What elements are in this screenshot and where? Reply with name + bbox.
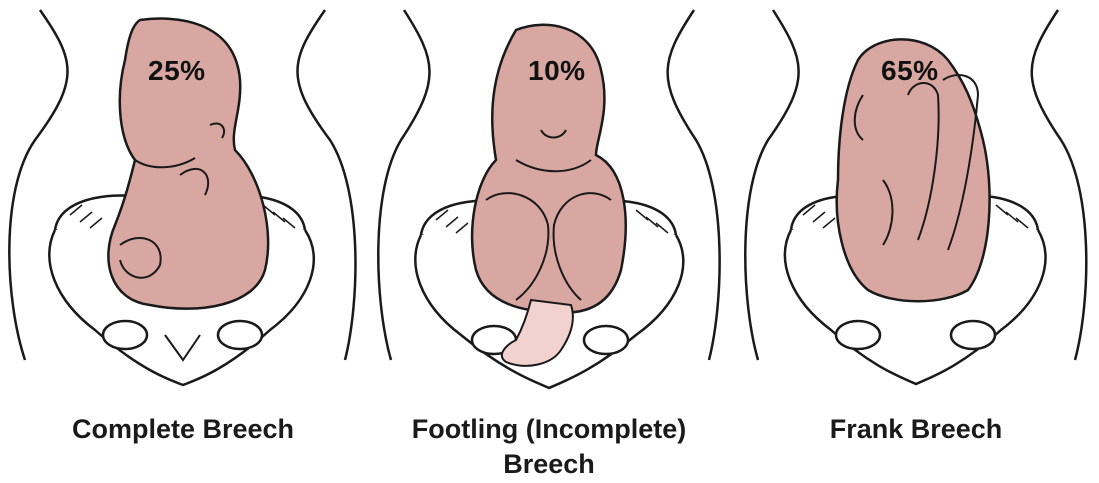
- breech-type-caption: Complete Breech: [0, 412, 366, 447]
- caption-line-2: Breech: [366, 447, 732, 482]
- percentage-label: 10%: [528, 55, 586, 87]
- footling-breech-panel: 10% Footling (Incomplete) Breech: [366, 0, 732, 483]
- complete-breech-panel: 25% Complete Breech: [0, 0, 366, 483]
- caption-line: Frank Breech: [830, 414, 1003, 444]
- breech-type-caption: Frank Breech: [733, 412, 1099, 447]
- caption-line: Complete Breech: [72, 414, 294, 444]
- percentage-label: 25%: [148, 55, 206, 87]
- percentage-label: 65%: [881, 55, 939, 87]
- frank-breech-panel: 65% Frank Breech: [733, 0, 1099, 483]
- breech-type-caption: Footling (Incomplete) Breech: [366, 412, 732, 482]
- caption-line-1: Footling (Incomplete): [366, 412, 732, 447]
